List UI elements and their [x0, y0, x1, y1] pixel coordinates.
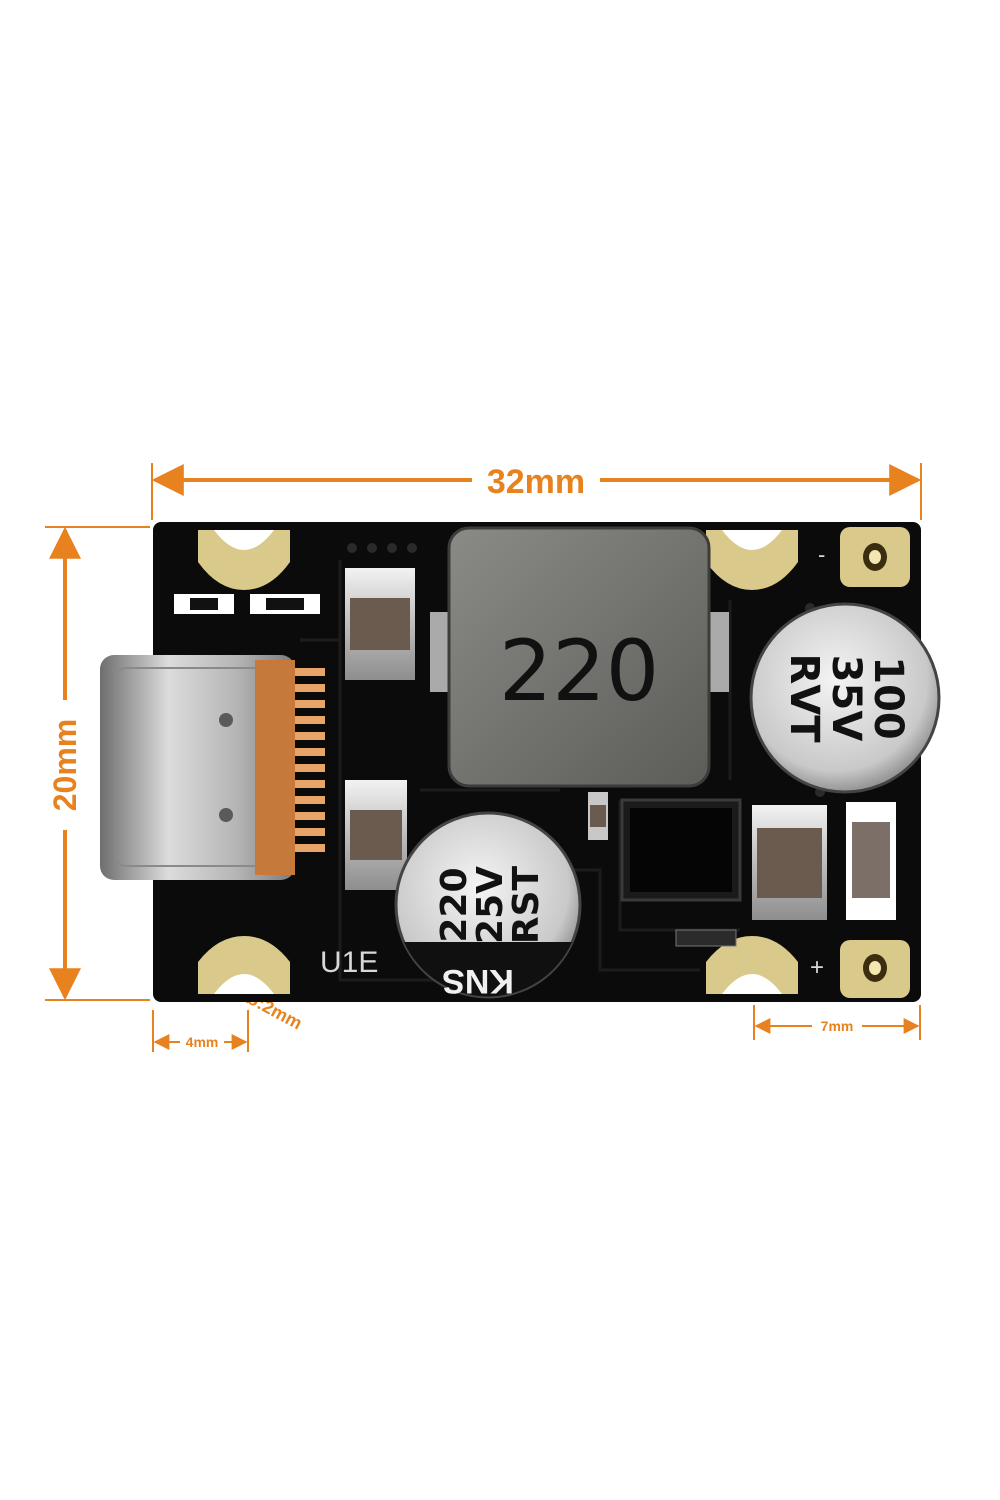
smd-resistors-top: [174, 594, 320, 614]
dimension-hole-offset: 4mm: [152, 1010, 249, 1052]
smd-capacitor-2: [345, 780, 407, 890]
cap-large-line2: 35V: [823, 655, 869, 742]
silkscreen-label: U1E: [320, 946, 378, 979]
mounting-pad-top-right: [706, 530, 798, 590]
width-label: 32mm: [487, 463, 585, 501]
pcb-traces: [300, 560, 740, 982]
cap-small-line2: 25V: [470, 866, 511, 944]
height-label: 20mm: [47, 719, 83, 812]
pad-minus-label: -: [818, 542, 825, 567]
right-offset-label: 7mm: [821, 1018, 854, 1034]
smd-capacitor-3: [752, 805, 827, 920]
cap-small-line1: 220: [434, 867, 475, 942]
smd-capacitor-1: [345, 568, 415, 680]
usb-c-connector: [100, 655, 325, 880]
dimension-right-offset: 7mm: [753, 1005, 921, 1040]
smd-resistor-mid: [588, 792, 608, 840]
capacitor-220uf-25v: 220 25V RST KNS: [394, 811, 582, 1000]
hole-offset-label: 4mm: [186, 1034, 219, 1050]
mounting-pad-top-left: [198, 530, 290, 590]
output-pad-minus: [840, 527, 910, 587]
smd-led: [846, 802, 896, 920]
cap-large-line3: RVT: [781, 653, 827, 743]
dimension-height: 20mm: [45, 526, 150, 1001]
inductor-220: 220: [430, 526, 729, 788]
ic-chip: [620, 798, 742, 902]
inductor-marking: 220: [499, 622, 659, 720]
capacitor-100uf-35v: 100 35V RVT: [749, 602, 941, 794]
cap-large-line1: 100: [865, 656, 911, 740]
cap-small-line3: RST: [506, 865, 547, 944]
cap-small-brand: KNS: [442, 962, 514, 1000]
mounting-pad-bottom-left: [198, 936, 290, 994]
mounting-pad-bottom-right: [706, 936, 798, 994]
pad-plus-label: +: [810, 954, 824, 981]
ic-passives: [675, 929, 737, 947]
vias: [347, 543, 825, 797]
pcb-board: - +: [100, 522, 941, 1002]
output-pad-plus: [840, 940, 910, 998]
dimension-width: 32mm: [151, 460, 922, 520]
